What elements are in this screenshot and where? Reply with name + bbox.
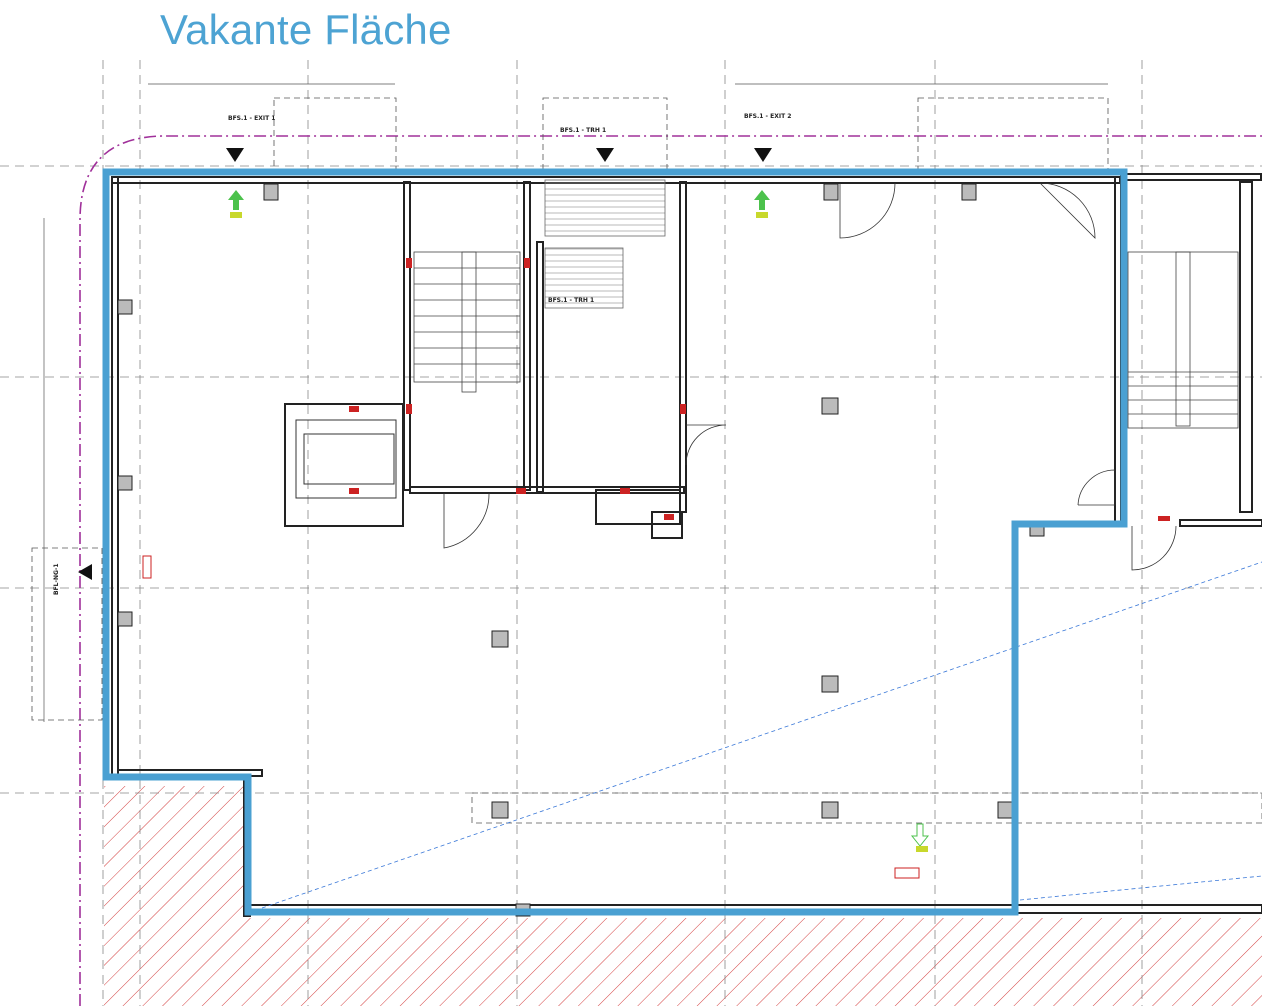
- property-boundary: [79, 135, 1262, 1006]
- doors: [443, 182, 1177, 571]
- dimension-lines: [43, 83, 1108, 722]
- hatched-area: [104, 786, 1262, 1006]
- side-exit-label: BFL-NG-1: [53, 563, 60, 595]
- exit-left-label: BFS.1 - EXIT 1: [228, 115, 275, 122]
- grid-lines: [0, 60, 1262, 1006]
- walls: [111, 173, 1262, 917]
- exit-arrows: [228, 190, 930, 852]
- vacant-area-outline: [102, 168, 1128, 916]
- bay-outlines: [31, 97, 1262, 824]
- columns: [117, 183, 1045, 917]
- guide-line-lower: [1019, 875, 1262, 901]
- page-title: Vakante Fläche: [160, 6, 452, 53]
- exit-triangles: [78, 148, 772, 580]
- guide-line: [261, 561, 1262, 909]
- elevator: [295, 419, 397, 499]
- stair-flight: [544, 247, 624, 309]
- stairs: [413, 251, 1239, 429]
- fire-markers: [142, 258, 1170, 879]
- exit-right-label: BFS.1 - EXIT 2: [744, 113, 791, 120]
- stair-lower-label: BFS.1 - TRH 1: [548, 297, 594, 304]
- stair-upper-label: BFS.1 - TRH 1: [560, 127, 606, 134]
- stair-landing: [544, 179, 666, 237]
